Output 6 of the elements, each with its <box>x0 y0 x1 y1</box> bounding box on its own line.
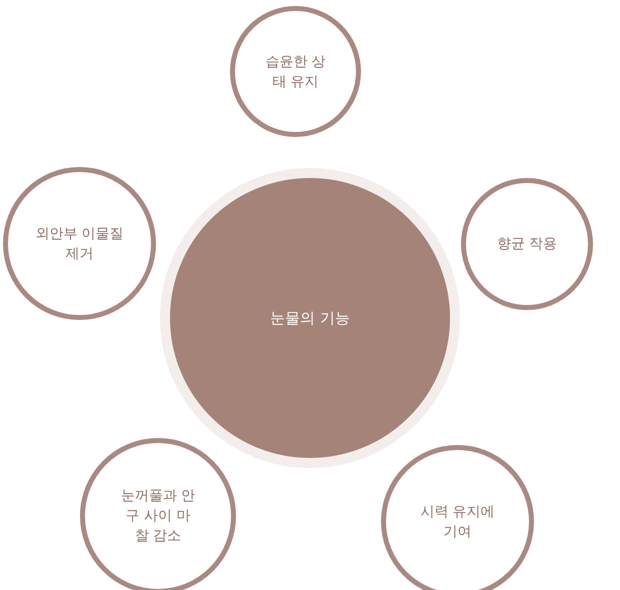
function-circle: 시력 유지에 기여 <box>381 445 534 590</box>
center-circle: 눈물의 기능 <box>160 168 460 468</box>
function-circle: 향균 작용 <box>461 178 593 310</box>
function-circle: 외안부 이물질 제거 <box>3 167 156 320</box>
function-circle: 습윤한 상태 유지 <box>230 6 361 137</box>
function-circle: 눈꺼풀과 안구 사이 마찰 감소 <box>80 438 236 590</box>
